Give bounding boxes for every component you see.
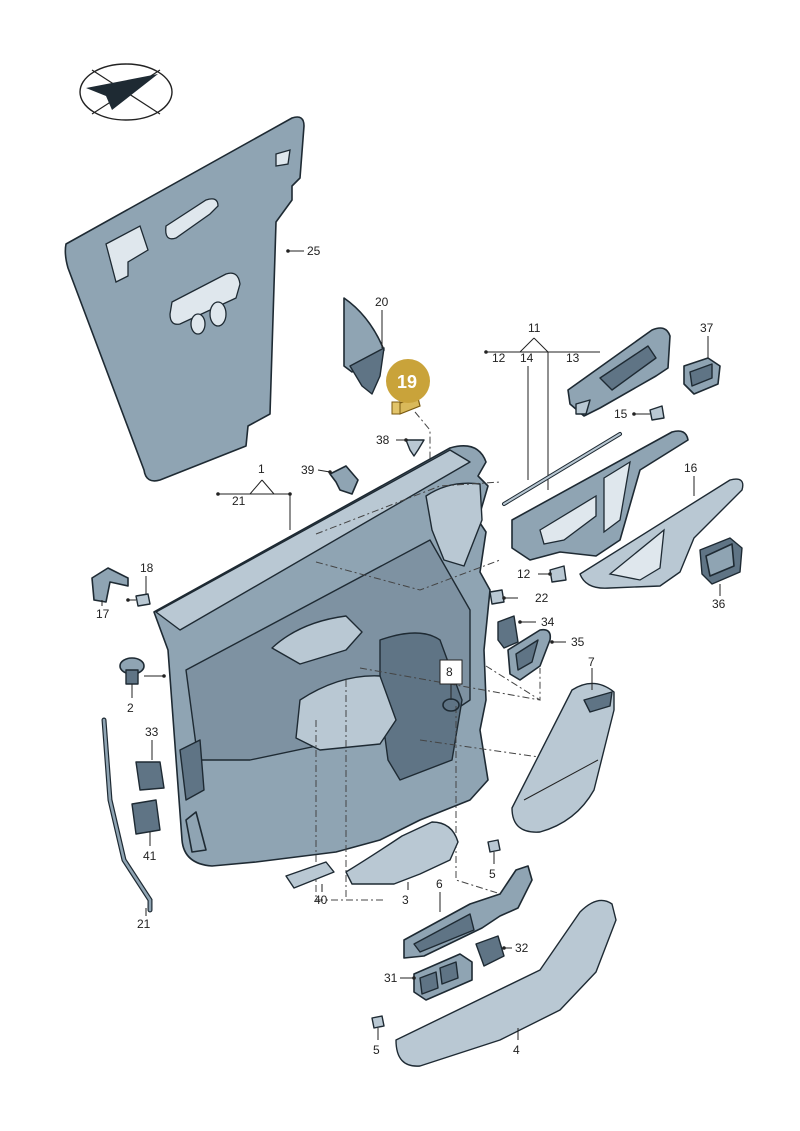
part-41-switch[interactable] — [131, 799, 161, 835]
part-5-screw-top[interactable] — [487, 839, 501, 853]
label-5-bottom: 5 — [373, 1043, 380, 1057]
label-3: 3 — [402, 893, 409, 907]
part-21-seal-strip[interactable] — [101, 717, 153, 913]
label-32: 32 — [515, 941, 529, 955]
part-22-screw[interactable] — [489, 589, 505, 605]
part-7-speaker-cover[interactable] — [511, 682, 615, 833]
label-40: 40 — [314, 893, 328, 907]
label-33: 33 — [145, 725, 159, 739]
label-20: 20 — [375, 295, 389, 309]
part-25-insulation-sheet[interactable] — [64, 116, 305, 482]
part-20-mirror-triangle-cover[interactable] — [343, 297, 385, 395]
highlight-badge — [386, 359, 430, 403]
label-22: 22 — [535, 591, 549, 605]
part-5-screw-bottom[interactable] — [371, 1015, 385, 1029]
part-18-screw[interactable] — [135, 593, 151, 607]
part-35-switch-panel[interactable] — [507, 628, 552, 681]
part-3-pocket-insert[interactable] — [345, 821, 459, 885]
part-31-window-switch-block[interactable] — [413, 953, 473, 1001]
part-4-armrest[interactable] — [395, 899, 617, 1067]
part-1-door-trim-panel[interactable] — [153, 445, 491, 867]
part-14-rod[interactable] — [502, 432, 622, 506]
part-6-switch-bracket[interactable] — [403, 865, 533, 959]
label-21-top: 21 — [232, 494, 246, 508]
part-16-trim-strip[interactable] — [579, 478, 744, 589]
label-1: 1 — [258, 462, 265, 476]
part-2-clip[interactable] — [119, 657, 145, 685]
label-12-bottom: 12 — [517, 567, 531, 581]
part-39-holder[interactable] — [329, 465, 359, 495]
part-32-switch[interactable] — [475, 935, 505, 967]
label-38: 38 — [376, 433, 390, 447]
label-25: 25 — [307, 244, 321, 258]
label-41: 41 — [143, 849, 157, 863]
part-17-bracket[interactable] — [91, 567, 129, 603]
part-12-handle-frame[interactable] — [511, 430, 689, 561]
label-8: 8 — [446, 665, 453, 679]
label-37: 37 — [700, 321, 714, 335]
label-19: 19 — [397, 372, 417, 392]
part-33-switch[interactable] — [135, 761, 165, 791]
label-18: 18 — [140, 561, 154, 575]
part-15-screw[interactable] — [649, 405, 665, 421]
label-7: 7 — [588, 655, 595, 669]
label-21-bottom: 21 — [137, 917, 151, 931]
label-17: 17 — [96, 607, 110, 621]
part-8-grommet[interactable] — [442, 698, 460, 712]
part-12-clip[interactable] — [549, 565, 567, 583]
label-11: 11 — [528, 321, 541, 335]
label-34: 34 — [541, 615, 555, 629]
label-2: 2 — [127, 701, 134, 715]
label-4: 4 — [513, 1043, 520, 1057]
label-36: 36 — [712, 597, 726, 611]
label-39: 39 — [301, 463, 315, 477]
part-36-switch[interactable] — [699, 537, 743, 585]
part-40-courtesy-light[interactable] — [285, 861, 335, 889]
label-12-top: 12 — [492, 351, 506, 365]
label-13: 13 — [566, 351, 580, 365]
label-15: 15 — [614, 407, 628, 421]
part-34-switch[interactable] — [497, 615, 519, 649]
label-35: 35 — [571, 635, 585, 649]
label-5-top: 5 — [489, 867, 496, 881]
part-38-clip[interactable] — [405, 439, 425, 457]
orientation-arrow-icon — [79, 63, 173, 121]
label-16: 16 — [684, 461, 698, 475]
part-37-switch[interactable] — [683, 357, 721, 395]
label-6: 6 — [436, 877, 443, 891]
label-14: 14 — [520, 351, 534, 365]
part-13-inner-handle[interactable] — [567, 327, 671, 417]
label-31: 31 — [384, 971, 398, 985]
